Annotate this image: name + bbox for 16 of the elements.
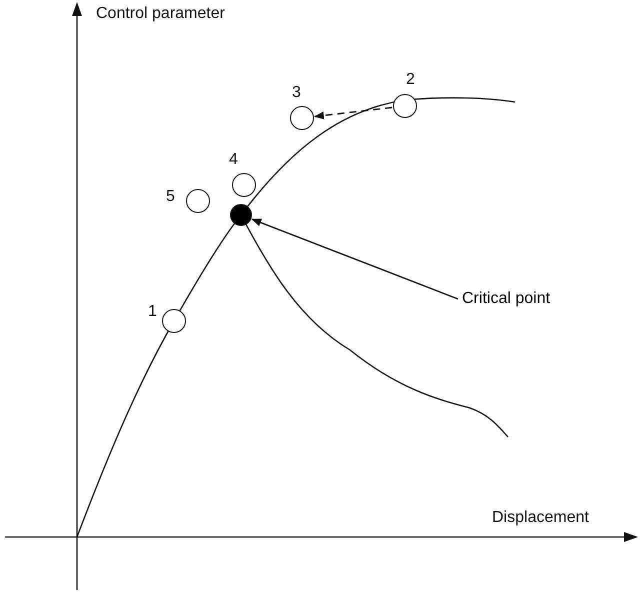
state-circle bbox=[186, 189, 210, 213]
state-circle bbox=[290, 106, 314, 130]
critical-point-marker bbox=[230, 204, 252, 226]
state-number: 5 bbox=[166, 189, 175, 205]
state-number: 3 bbox=[292, 85, 301, 101]
state-circle bbox=[393, 94, 417, 118]
state-circle bbox=[162, 309, 186, 333]
state-circle bbox=[232, 173, 256, 197]
arrow bbox=[251, 218, 458, 300]
state-number: 2 bbox=[406, 72, 415, 88]
state-number: 4 bbox=[229, 152, 238, 168]
state-number: 1 bbox=[148, 304, 157, 320]
axis-label: Displacement bbox=[492, 510, 589, 526]
callout-text: Critical point bbox=[462, 291, 550, 307]
dashed-arrow bbox=[314, 106, 392, 120]
axis-label: Control parameter bbox=[96, 6, 225, 22]
